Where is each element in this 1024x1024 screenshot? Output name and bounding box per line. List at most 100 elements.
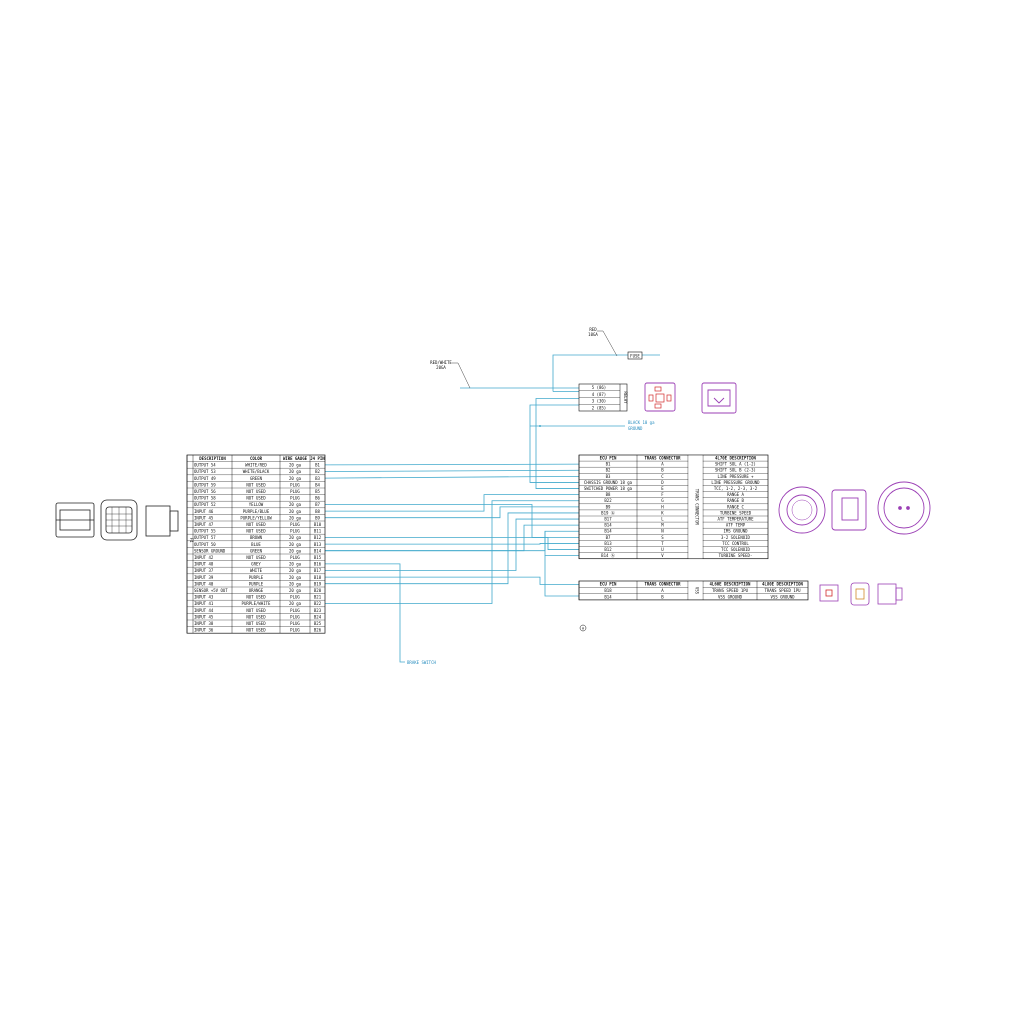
trans-cell: A	[661, 462, 664, 467]
ecu-cell: PLUG	[290, 496, 300, 501]
ecu-cell: OUTPUT 53	[194, 469, 216, 474]
trans-cell: B3	[606, 474, 611, 479]
ecu-cell: GREEN	[250, 476, 263, 481]
ecu-cell: WHITE	[250, 568, 263, 573]
ecu-cell: 20 ga	[289, 601, 302, 606]
ecu-cell: NOT USED	[246, 496, 266, 501]
relay-pin-label: 2 (85)	[592, 405, 606, 410]
vss-header: ECU PIN	[600, 582, 617, 587]
trans-cell: B14 Ⓐ	[601, 552, 615, 558]
ecu-cell: PLUG	[290, 621, 300, 626]
trans-cell: B19 Ⓐ	[601, 509, 615, 515]
vss-header: 4L60E DESCRIPTION	[710, 582, 752, 587]
ecu-cell: B12	[314, 535, 322, 540]
ecu-cell: NOT USED	[246, 529, 266, 534]
ground-junction	[539, 425, 541, 427]
ecu-cell: 20 ga	[289, 509, 302, 514]
wire-B8	[325, 494, 579, 512]
ecu-cell: B2	[315, 469, 320, 474]
ecu-header: DESCRIPTION	[199, 456, 226, 461]
ecu-cell: B20	[314, 588, 322, 593]
brake-switch-label: BRAKE SWITCH	[407, 660, 436, 665]
trans-cell: S	[661, 535, 664, 540]
ecu-cell: B18	[314, 575, 322, 580]
trans-cell: T	[661, 541, 664, 546]
trans-cell: B1	[606, 462, 611, 467]
ecu-cell: NOT USED	[246, 482, 266, 487]
ecu-cell: B10	[314, 522, 322, 527]
vss-connector-1	[819, 584, 839, 602]
ecu-cell: GREEN	[250, 548, 263, 553]
ecu-cell: B16	[314, 562, 322, 567]
ecu-cell: INPUT 45	[194, 515, 214, 520]
ecu-cell: PLUG	[290, 529, 300, 534]
trans-cell: E	[661, 486, 664, 491]
vss-cell: TRANS SPEED 1PU	[764, 588, 801, 593]
ecu-cell: B15	[314, 555, 322, 560]
trans-cell: TURBINE SPEED-	[719, 553, 753, 558]
ecu-cell: PURPLE	[249, 581, 264, 586]
wire-brake-switch	[325, 563, 405, 663]
wire-B14-ims	[325, 530, 579, 552]
ecu-cell: PLUG	[290, 595, 300, 600]
wire-B14	[325, 524, 579, 552]
trans-cell: 3-2 SOLENOID	[721, 535, 750, 540]
trans-cell: LINE PRESSURE +	[717, 474, 754, 479]
ecu-cell: NOT USED	[246, 614, 266, 619]
wire-B18	[325, 576, 579, 585]
ecu-cell: PLUG	[290, 489, 300, 494]
trans-cell: TURBINE SPEED	[720, 510, 752, 515]
trans-side-label: TRANS CONNECTOR	[695, 489, 700, 526]
ecu-cell: INPUT 36	[194, 628, 214, 633]
trans-cell: SWITCHED POWER 18 ga	[584, 486, 633, 491]
trans-cell: B	[661, 468, 664, 473]
trans-cell: ATF TEMP	[726, 523, 746, 528]
ecu-cell: NOT USED	[246, 595, 266, 600]
trans-cell: CHASSIS GROUND 18 ga	[584, 480, 633, 485]
vss-cell: B18	[604, 588, 612, 593]
relay-connector-side	[701, 382, 737, 414]
red-wire-label: RED	[589, 327, 597, 332]
wire-B14-vss	[544, 555, 579, 597]
ecu-cell: OUTPUT 57	[194, 535, 216, 540]
vss-side-label: VSS	[695, 587, 700, 595]
ecu-cell: 20 ga	[289, 463, 302, 468]
ecu-cell: 20 ga	[289, 575, 302, 580]
ecu-cell: 20 ga	[289, 542, 302, 547]
ecu-cell: OUTPUT 49	[194, 476, 216, 481]
wire-relay-fuse	[552, 354, 628, 392]
ecu-cell: B6	[315, 496, 320, 501]
wire-B2	[324, 469, 580, 472]
relay: 5 (86)4 (87)3 (30)2 (85) RELAY	[578, 383, 628, 412]
trans-cell: B14	[604, 523, 612, 528]
ecu-cell: 20 ga	[289, 588, 302, 593]
ecu-header: COLOR	[250, 456, 263, 461]
ecu-cell: INPUT 46	[194, 509, 214, 514]
wire-B12	[325, 537, 579, 550]
ground-label-2: GROUND	[628, 426, 643, 431]
red-white-wire-gauge: 20GA	[436, 365, 446, 370]
trans-cell: LINE PRESSURE GROUND	[711, 480, 760, 485]
trans-connector-face	[778, 486, 826, 534]
ecu-cell: INPUT 40	[194, 581, 214, 586]
ecu-cell: B1	[315, 463, 320, 468]
ecu-cell: ORANGE	[249, 588, 264, 593]
ecu-cell: NOT USED	[246, 621, 266, 626]
